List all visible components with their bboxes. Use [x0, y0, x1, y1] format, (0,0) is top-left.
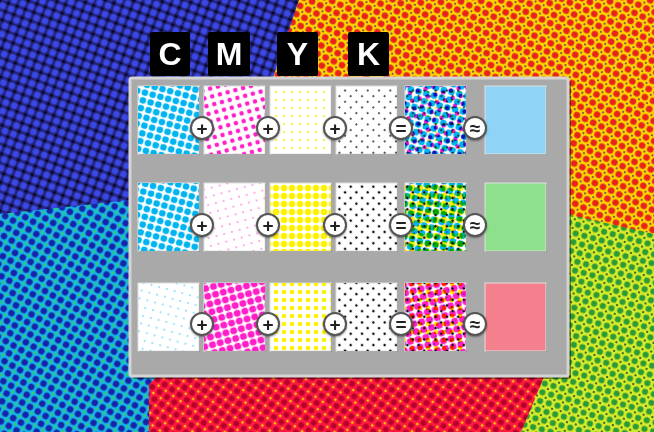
operator-circle: +: [323, 312, 347, 336]
operator-symbol: +: [262, 119, 273, 138]
operator-symbol: =: [395, 315, 406, 334]
operator-symbol: +: [262, 315, 273, 334]
operator-circle: +: [323, 116, 347, 140]
operator-symbol: +: [262, 216, 273, 235]
color-swatch: [485, 86, 546, 154]
channel-label: Y: [277, 32, 318, 76]
halftone-tile: [270, 86, 331, 154]
operator-circle: +: [256, 116, 280, 140]
operator-circle: +: [323, 213, 347, 237]
channel-letter: Y: [287, 38, 308, 70]
operator-symbol: +: [329, 216, 340, 235]
operator-circle: +: [256, 312, 280, 336]
operator-symbol: ≈: [470, 315, 480, 334]
halftone-row: [138, 183, 547, 252]
halftone-row: [138, 283, 547, 352]
halftone-tile: [204, 86, 265, 154]
color-swatch: [485, 183, 546, 251]
halftone-tile: [405, 86, 466, 154]
operator-circle: ≈: [463, 116, 487, 140]
halftone-row: [138, 86, 547, 155]
operator-symbol: +: [196, 315, 207, 334]
operator-symbol: ≈: [470, 119, 480, 138]
channel-letter: M: [216, 38, 243, 70]
operator-circle: +: [190, 213, 214, 237]
operator-circle: =: [389, 116, 413, 140]
halftone-tile: [138, 86, 199, 154]
operator-circle: ≈: [463, 312, 487, 336]
halftone-tile: [336, 86, 397, 154]
halftone-tile: [270, 283, 331, 351]
channel-label: C: [150, 32, 190, 76]
halftone-tile: [138, 283, 199, 351]
operator-circle: =: [389, 213, 413, 237]
operator-symbol: +: [196, 119, 207, 138]
channel-letter: C: [158, 38, 181, 70]
operator-symbol: +: [196, 216, 207, 235]
operator-circle: +: [190, 312, 214, 336]
operator-circle: =: [389, 312, 413, 336]
operator-symbol: =: [395, 119, 406, 138]
color-swatch: [485, 283, 546, 351]
halftone-tile: [336, 183, 397, 251]
halftone-tile: [204, 283, 265, 351]
operator-circle: +: [190, 116, 214, 140]
operator-symbol: ≈: [470, 216, 480, 235]
halftone-tile: [204, 183, 265, 251]
operator-symbol: =: [395, 216, 406, 235]
channel-letter: K: [357, 38, 380, 70]
operator-symbol: +: [329, 315, 340, 334]
operator-symbol: +: [329, 119, 340, 138]
channel-label: M: [208, 32, 250, 76]
halftone-tile: [270, 183, 331, 251]
halftone-tile: [405, 183, 466, 251]
channel-label: K: [348, 32, 389, 76]
operator-circle: ≈: [463, 213, 487, 237]
halftone-tile: [405, 283, 466, 351]
comparison-panel: [130, 78, 571, 379]
halftone-tile: [138, 183, 199, 251]
operator-circle: +: [256, 213, 280, 237]
